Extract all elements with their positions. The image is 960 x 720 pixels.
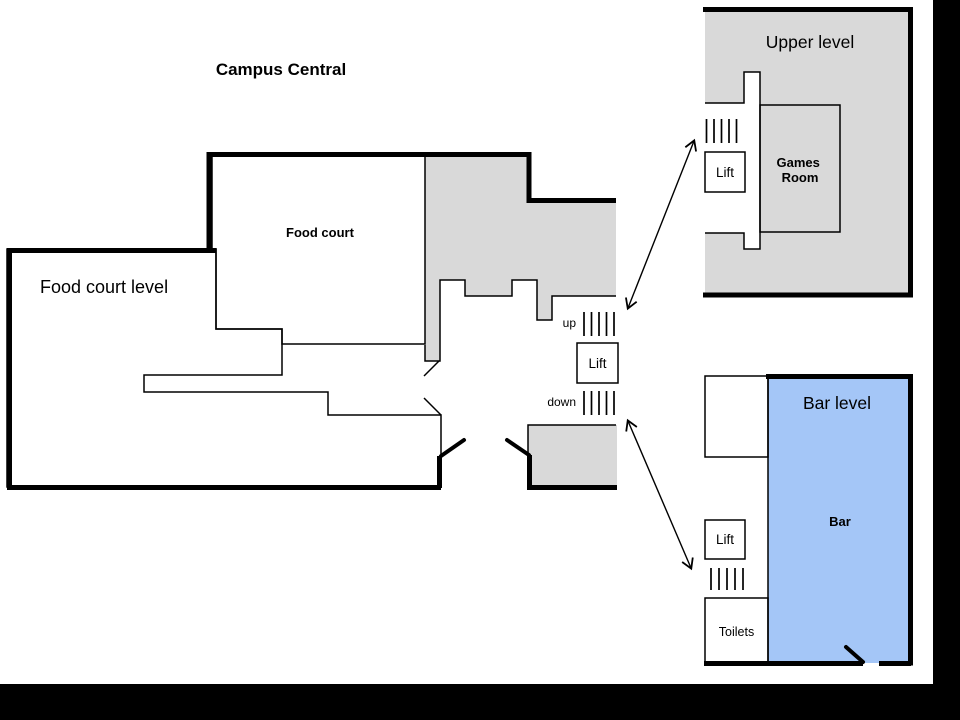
frame-right-bar [933, 0, 960, 720]
lift-label-main: Lift [588, 356, 606, 371]
bar-room [768, 376, 911, 663]
arrow-to-bar-level [625, 418, 694, 571]
bar-level-label: Bar level [803, 393, 871, 413]
door-leaf-left [439, 438, 466, 458]
food-court-room [211, 155, 426, 345]
lift-room-main [576, 342, 619, 384]
door-leaf-bar [844, 645, 865, 664]
door-leaf-entrance [505, 438, 531, 457]
upper-outer-wall [703, 7, 913, 298]
games-room [759, 104, 841, 233]
bar-level-plan: Bar level Bar Lift Toilets [704, 374, 913, 666]
stairs-up-label: up [563, 316, 577, 330]
stairs-down-hatching [583, 391, 615, 415]
lift-room-bar [704, 519, 746, 560]
outer-wall-top [206, 152, 616, 250]
upper-stairs-hatching [705, 119, 738, 143]
central-corridor-floor [425, 155, 616, 361]
corridor-edge-lines [424, 279, 616, 362]
entrance-floor-edges [527, 424, 616, 455]
bar-service-block [704, 375, 769, 458]
frame-bottom-bar [0, 684, 960, 720]
upper-level-floor [705, 8, 911, 296]
toilets-label: Toilets [719, 625, 754, 639]
door-swing-line-lower [423, 397, 442, 416]
stairs-up-hatching [583, 312, 615, 336]
entrance-floor-block [528, 425, 617, 486]
lift-label-upper: Lift [716, 165, 734, 180]
upper-level-label: Upper level [766, 32, 855, 52]
games-room-label: Games Room [777, 155, 824, 185]
food-court-level-label: Food court level [40, 277, 168, 297]
bar-room-label: Bar [829, 514, 851, 529]
lift-room-upper [704, 151, 746, 193]
door-swing-line-upper [423, 360, 440, 377]
stairs-down-label: down [547, 395, 576, 409]
food-court-room-label: Food court [286, 225, 355, 240]
lift-label-bar: Lift [716, 532, 734, 547]
upper-level-plan: Upper level Games Room Lift [703, 7, 913, 298]
bar-stairs-hatching [710, 568, 744, 590]
arrow-to-upper-level [625, 138, 697, 311]
outer-wall-left-block [7, 248, 441, 490]
food-court-level-plan: Lift Campus Central Food court level Foo… [6, 60, 619, 490]
page-title: Campus Central [216, 60, 346, 79]
